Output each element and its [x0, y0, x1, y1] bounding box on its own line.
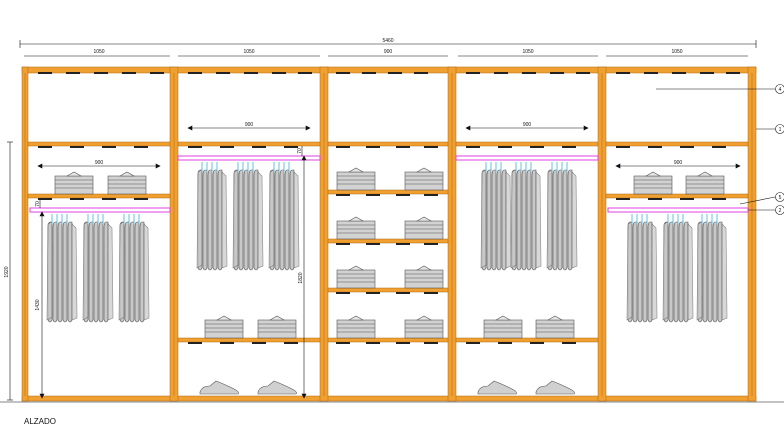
callout-4: 4: [775, 84, 784, 94]
inner-width-label-2: 900: [245, 122, 254, 128]
callout-5: 5: [775, 192, 784, 202]
callout-leaders: [656, 88, 776, 211]
inner-width-label-4: 900: [674, 160, 683, 166]
inner-dimensions: [37, 125, 741, 169]
inner-width-label-1: 900: [95, 160, 104, 166]
svg-text:2: 2: [779, 208, 782, 214]
callout-2: 2: [775, 205, 784, 215]
callout-1: 1: [775, 124, 784, 134]
rail-drop-label-center: 70: [297, 148, 303, 154]
svg-text:5: 5: [779, 195, 782, 201]
svg-text:1: 1: [779, 127, 782, 133]
module-width-label-2: 1050: [243, 49, 254, 55]
shelves: [27, 141, 749, 343]
module-width-label-3: 900: [384, 49, 393, 55]
overall-dimension: [19, 40, 757, 48]
shoes: [199, 380, 575, 395]
drawing-title: ALZADO: [24, 417, 57, 426]
vertical-dimensions: [7, 141, 307, 401]
height-total-label: 1920: [4, 266, 10, 277]
svg-text:4: 4: [779, 87, 782, 93]
rail-drop-label-left: 70: [35, 201, 41, 207]
height-rail-label: 1430: [35, 299, 41, 310]
inner-width-label-3: 900: [523, 122, 532, 128]
module-width-label-5: 1050: [671, 49, 682, 55]
overall-width-label: 5460: [382, 38, 393, 44]
height-center-label: 1820: [298, 272, 304, 283]
module-width-label-4: 1050: [522, 49, 533, 55]
module-width-label-1: 1050: [93, 49, 104, 55]
